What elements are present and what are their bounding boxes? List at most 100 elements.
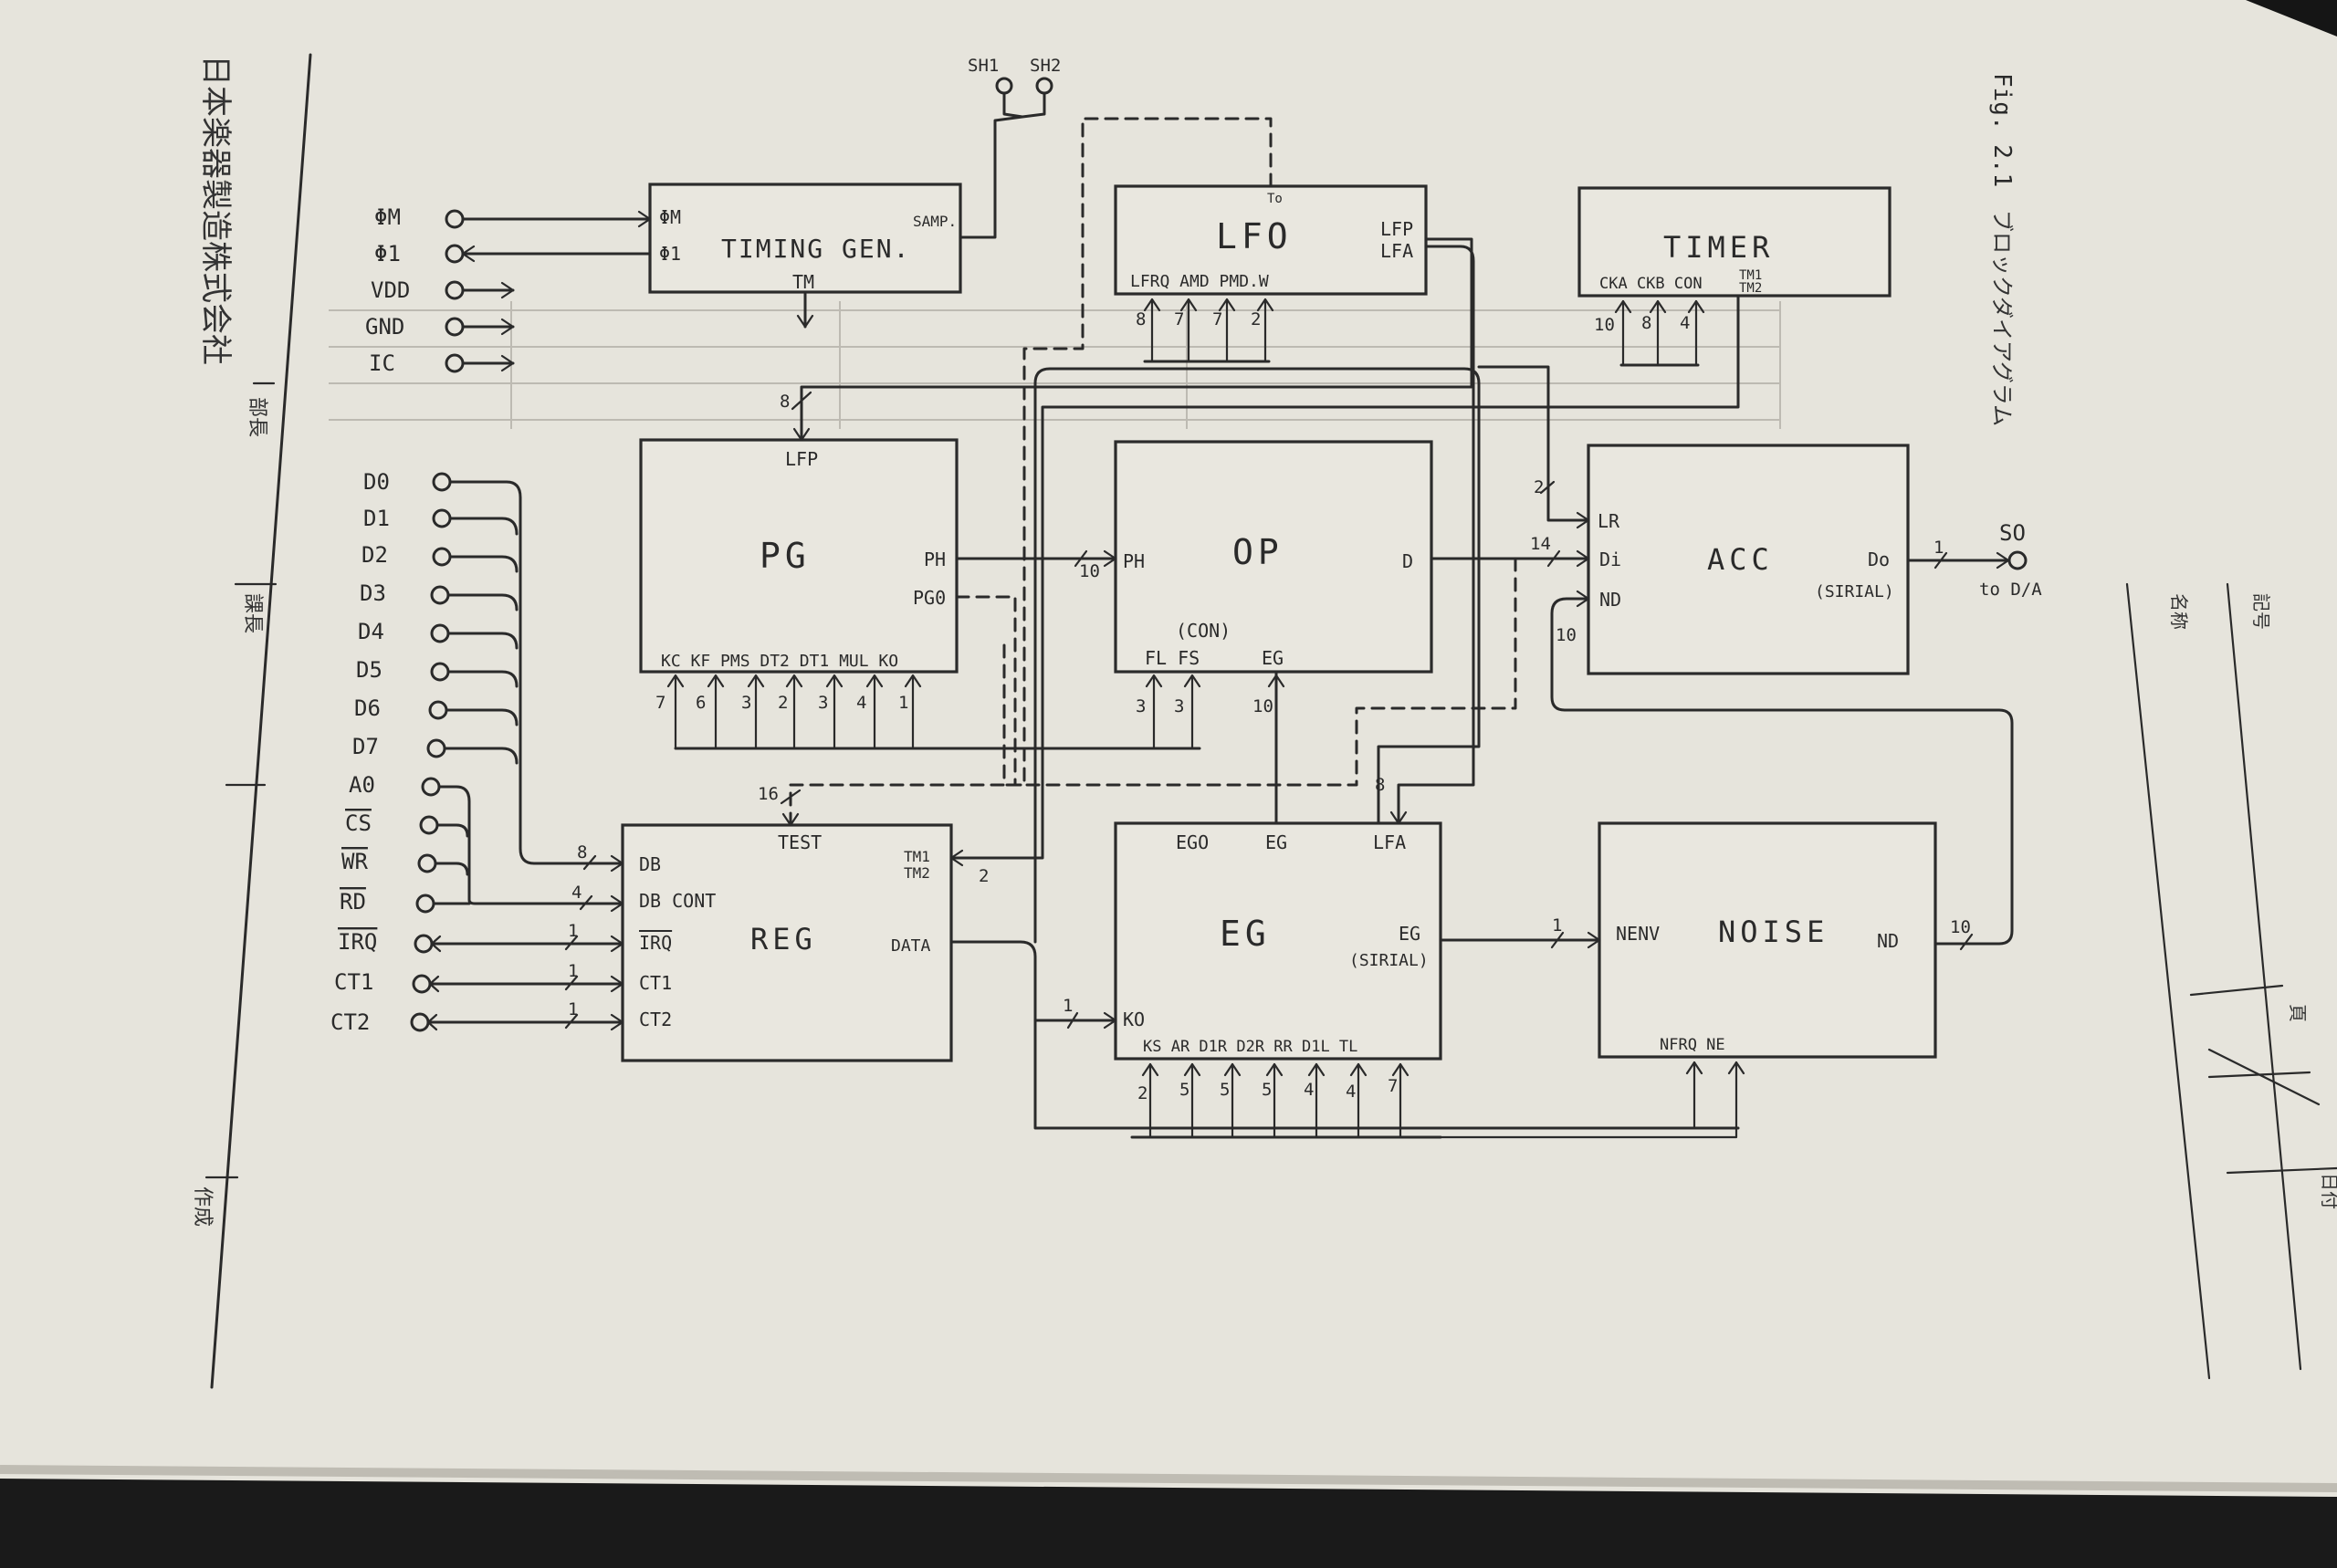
reg-port-db: DB <box>639 853 661 875</box>
stamp-box-3: 作成 <box>191 1186 214 1227</box>
bus-width-acc-so: 1 <box>1934 538 1944 558</box>
op-port-egin: EG <box>1262 647 1284 669</box>
noise-title: NOISE <box>1718 915 1829 949</box>
pin-label-ct2: CT2 <box>330 1009 370 1035</box>
pg-input-width-5: 4 <box>856 693 866 713</box>
pg-port-lfp: LFP <box>785 448 818 470</box>
eg-port-bottom: KS AR D1R D2R RR D1L TL <box>1143 1038 1357 1056</box>
noise-port-nenv: NENV <box>1616 923 1660 945</box>
pin-label-d7: D7 <box>352 734 379 759</box>
sh-pins: SH1 SH2 <box>959 56 1061 239</box>
op-port-con: (CON) <box>1176 620 1231 642</box>
reg-title: REG <box>750 922 817 956</box>
acc-block <box>1587 444 1910 675</box>
timing-port-samp: SAMP. <box>913 213 957 230</box>
pin-label-cs: CS <box>345 810 372 836</box>
bus-width-ct1: 1 <box>568 961 578 981</box>
timer-input-width-2: 4 <box>1680 313 1690 333</box>
pin-label-d0: D0 <box>363 469 390 495</box>
lfo-input-width-1: 7 <box>1174 309 1184 329</box>
pg-input-width-6: 1 <box>898 693 908 713</box>
timer-title: TIMER <box>1663 230 1774 265</box>
margin-label-1: 記号 <box>2250 593 2272 630</box>
noise-port-bottom: NFRQ NE <box>1660 1036 1725 1054</box>
op-port-ph: PH <box>1123 550 1145 572</box>
reg-port-ct1: CT1 <box>639 972 672 994</box>
bus-width-pg-lfp: 8 <box>780 392 790 412</box>
pin-label-d3: D3 <box>360 580 386 606</box>
pin-label-vdd: VDD <box>371 277 410 303</box>
bus-width-eg-lfa: 8 <box>1375 775 1385 795</box>
noise-block <box>1598 821 1937 1059</box>
bus-width-dbcont: 4 <box>571 883 582 903</box>
stamp-box-1: 部長 <box>246 397 268 437</box>
power-pins: ΦM Φ1 VDD GND IC <box>365 204 652 376</box>
pin-label-ct1: CT1 <box>334 969 373 995</box>
pin-label-wr: WR <box>341 849 368 874</box>
bus-width-db: 8 <box>577 842 587 862</box>
pg-input-width-3: 2 <box>778 693 788 713</box>
eg-input-width-1: 5 <box>1179 1080 1189 1100</box>
acc-port-lr: LR <box>1598 510 1620 532</box>
pg-input-width-4: 3 <box>818 693 828 713</box>
op-port-d: D <box>1402 550 1413 572</box>
eg-block <box>1114 821 1442 1061</box>
reg-port-irq: IRQ <box>639 932 672 954</box>
pin-label-phi1: Φ1 <box>374 241 401 267</box>
pin-label-d5: D5 <box>356 657 383 683</box>
op-port-bottom: FL FS <box>1145 647 1200 669</box>
pin-label-ic: IC <box>369 350 395 376</box>
lfo-port-to: To <box>1267 192 1283 206</box>
output-note: to D/A <box>1979 580 2042 600</box>
op-title: OP <box>1232 532 1284 572</box>
bus-width-ko: 1 <box>1063 996 1073 1016</box>
figure-number: Fig. 2.1 <box>1988 73 2016 187</box>
acc-title: ACC <box>1707 542 1774 577</box>
bus-width-pg-op: 10 <box>1079 561 1100 581</box>
op-input-width-1: 3 <box>1174 696 1184 716</box>
wiring: 8 8 2 10 14 2 1 SO to D/A 1 <box>655 117 2042 1139</box>
reg-port-dbcont: DB CONT <box>639 890 716 912</box>
reg-port-data: DATA <box>891 936 931 956</box>
timing-gen-block <box>648 183 962 294</box>
acc-port-do: Do <box>1868 549 1890 570</box>
bus-width-nd: 10 <box>1556 625 1577 645</box>
pg-input-width-2: 3 <box>741 693 751 713</box>
pin-label-irq: IRQ <box>338 929 377 955</box>
timer-input-width-1: 8 <box>1641 313 1651 333</box>
output-pin-label: SO <box>1999 520 2026 546</box>
pg-block <box>639 438 959 674</box>
lfo-title: LFO <box>1216 216 1293 256</box>
eg-input-width-5: 4 <box>1346 1082 1356 1102</box>
acc-port-di: Di <box>1599 549 1621 570</box>
op-block <box>1114 440 1433 674</box>
bus-width-eg-noise: 1 <box>1552 915 1562 936</box>
stamp-box-2: 課長 <box>241 593 264 633</box>
eg-port-egout: EG <box>1399 923 1420 945</box>
bus-width-tm: 2 <box>979 866 989 886</box>
eg-input-width-4: 4 <box>1304 1080 1314 1100</box>
timer-port-tm1: TM1 <box>1739 268 1762 283</box>
eg-port-ko: KO <box>1123 1009 1145 1030</box>
bus-width-test: 16 <box>758 784 779 804</box>
lfo-port-lfa: LFA <box>1380 240 1413 262</box>
eg-port-eg: EG <box>1265 831 1287 853</box>
pin-label-d1: D1 <box>363 506 390 531</box>
bus-width-noise-nd: 10 <box>1950 917 1971 937</box>
lfo-input-width-0: 8 <box>1136 309 1146 329</box>
bus-width-ct2: 1 <box>568 999 578 1019</box>
eg-input-width-3: 5 <box>1262 1080 1272 1100</box>
timing-gen-title: TIMING GEN. <box>721 234 910 264</box>
pin-label-phim: ΦM <box>374 204 401 230</box>
reg-port-test: TEST <box>778 831 822 853</box>
pin-label-d4: D4 <box>358 619 384 644</box>
bus-width-op-acc: 14 <box>1530 534 1551 554</box>
acc-port-serial: (SIRIAL) <box>1815 582 1894 601</box>
eg-port-ego: EGO <box>1176 831 1209 853</box>
pg-port-pg0: PG0 <box>913 587 946 609</box>
timer-port-bottom: CKA CKB CON <box>1599 275 1703 293</box>
lfo-input-width-2: 7 <box>1212 309 1222 329</box>
pin-label-gnd: GND <box>365 314 404 340</box>
margin-label-3: 頁 <box>2287 1004 2309 1022</box>
